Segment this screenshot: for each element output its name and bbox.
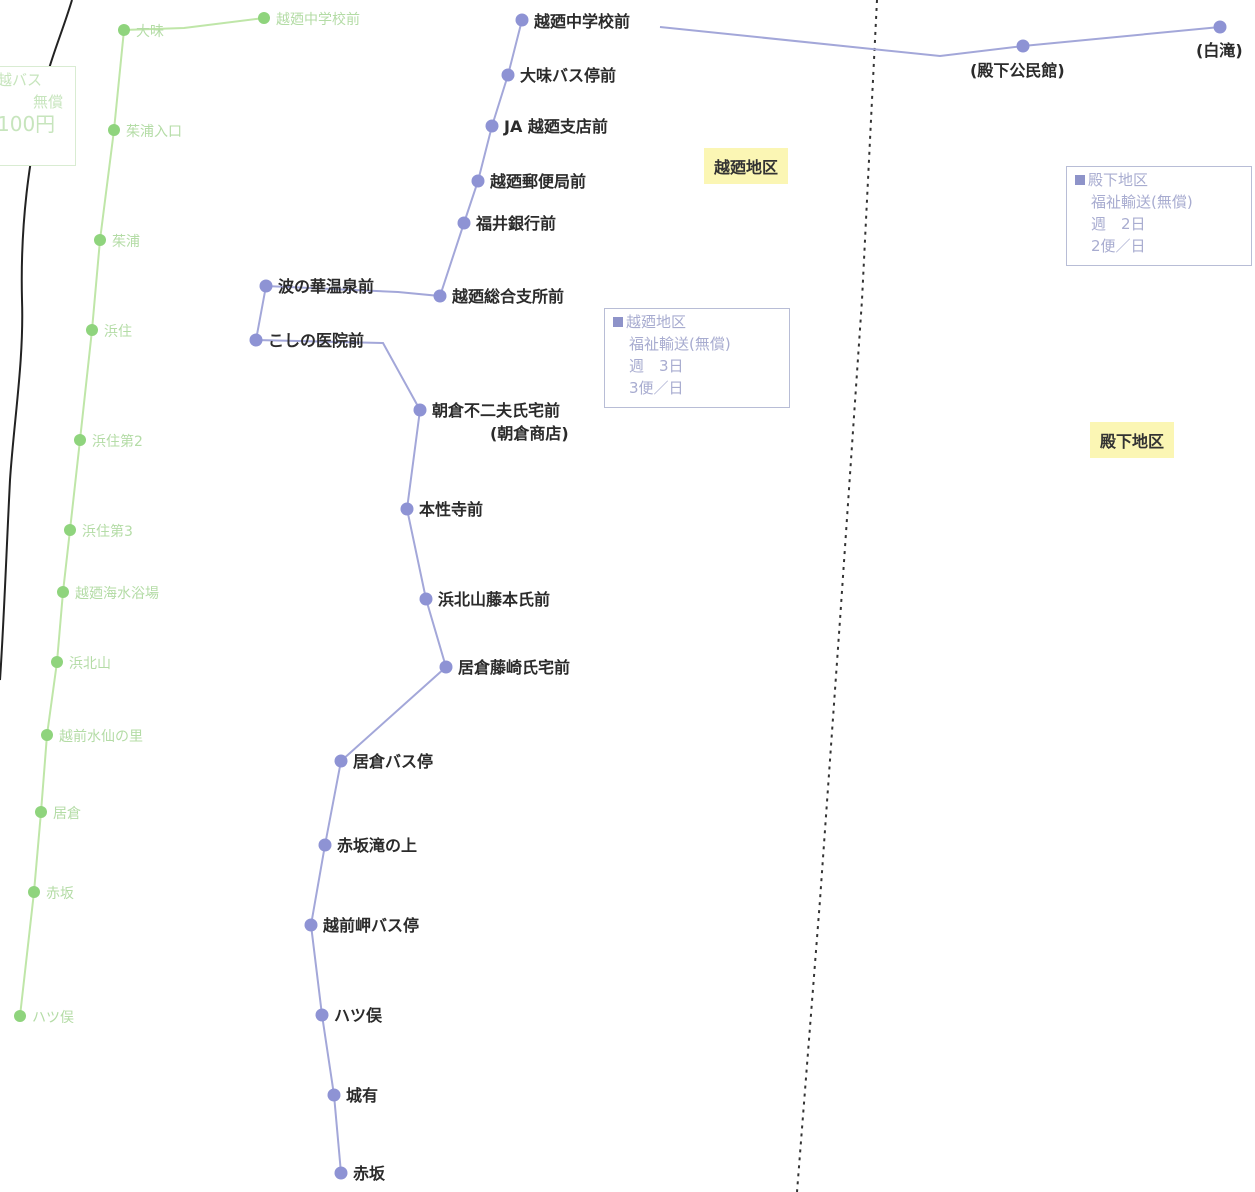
- stop-label: (殿下公民館): [970, 61, 1065, 80]
- stop-dot: [259, 279, 273, 293]
- info-box-frequency: 週 2日: [1091, 215, 1146, 233]
- stop-label: 本性寺前: [419, 500, 483, 519]
- green-box-line3: 100円: [0, 112, 56, 136]
- stop-label: 朝倉不二夫氏宅前: [432, 401, 560, 420]
- district-boundary: [796, 0, 878, 1192]
- green-stop-labels: 大味 越廼中学校前 茱浦入口 茱浦 浜住 浜住第2 浜住第3 越廼海水浴場 浜北…: [32, 11, 360, 1026]
- stop-dot: [334, 1166, 348, 1180]
- stop-dot: [327, 1088, 341, 1102]
- square-bullet-icon: [1075, 175, 1085, 185]
- green-stop-label: 越前水仙の里: [59, 728, 143, 745]
- info-box-trips: 3便／日: [629, 379, 684, 397]
- stop-dot: [334, 754, 348, 768]
- stop-label: 居倉バス停: [353, 752, 433, 771]
- green-stop-label: 茱浦入口: [126, 124, 182, 140]
- green-stop-label: ハツ俣: [32, 1010, 74, 1026]
- green-stop-dot: [118, 24, 130, 36]
- green-stop-dot: [14, 1010, 26, 1022]
- stop-dot: [457, 216, 471, 230]
- green-stop-label: 越廼中学校前: [276, 11, 360, 28]
- info-box-service: 福祉輸送(無償): [1091, 193, 1193, 211]
- stop-dot: [315, 1008, 329, 1022]
- stop-label: 福井銀行前: [475, 214, 556, 233]
- green-stops: [14, 12, 270, 1022]
- green-stop-dot: [51, 656, 63, 668]
- info-box-service: 福祉輸送(無償): [629, 335, 731, 353]
- stop-label: 越廼郵便局前: [489, 172, 586, 191]
- stop-dot: [439, 660, 453, 674]
- green-stop-label: 浜住第3: [82, 523, 133, 540]
- stop-label: 城有: [346, 1086, 378, 1105]
- green-stop-label: 茱浦: [112, 234, 140, 250]
- green-stop-label: 浜北山: [69, 656, 111, 672]
- green-stop-label: 浜住第2: [92, 433, 143, 450]
- stop-label: 波の華温泉前: [278, 277, 374, 296]
- stop-dot: [1213, 20, 1227, 34]
- green-stop-label: 浜住: [104, 324, 132, 340]
- green-stop-dot: [28, 886, 40, 898]
- green-stop-dot: [108, 124, 120, 136]
- green-box-line1: 越バス: [0, 71, 43, 89]
- green-stop-label: 居倉: [53, 806, 81, 822]
- green-box-line2: 無償: [33, 93, 64, 111]
- stop-label: こしの医院前: [268, 331, 364, 350]
- green-route-line: [19, 17, 265, 1017]
- stop-dot: [318, 838, 332, 852]
- east-route-line: [659, 26, 1221, 58]
- green-stop-dot: [94, 234, 106, 246]
- stop-label: 越廼総合支所前: [451, 287, 564, 306]
- stop-label: 赤坂: [353, 1164, 386, 1183]
- info-box-title: 殿下地区: [1088, 171, 1149, 189]
- green-stop-dot: [64, 524, 76, 536]
- stop-dot: [304, 918, 318, 932]
- square-bullet-icon: [613, 317, 623, 327]
- stop-dot: [485, 119, 499, 133]
- blue-route-line: [254, 19, 523, 1174]
- stop-label: (白滝): [1196, 41, 1243, 60]
- green-route-fare-box: 越バス 無償 100円: [0, 66, 76, 166]
- stop-label: JA 越廼支店前: [503, 117, 608, 136]
- green-stop-label: 越廼海水浴場: [75, 586, 159, 602]
- stop-label: 浜北山藤本氏前: [438, 590, 550, 609]
- green-stop-dot: [57, 586, 69, 598]
- stop-dot: [419, 592, 433, 606]
- green-stop-dot: [258, 12, 270, 24]
- info-box-title: 越廼地区: [626, 313, 687, 331]
- stop-dot: [249, 333, 263, 347]
- green-stop-dot: [86, 324, 98, 336]
- stop-label: 大味バス停前: [520, 66, 616, 85]
- stop-dot: [501, 68, 515, 82]
- info-box-frequency: 週 3日: [629, 357, 684, 375]
- stop-dot: [515, 13, 529, 27]
- green-stop-label: 大味: [136, 24, 164, 40]
- stop-dot: [413, 403, 427, 417]
- stop-label: 越廼中学校前: [533, 12, 630, 31]
- green-stop-dot: [41, 729, 53, 741]
- green-stop-dot: [35, 806, 47, 818]
- stop-note: (朝倉商店): [490, 424, 569, 443]
- area-label-tonoshita: 殿下地区: [1090, 422, 1175, 458]
- stop-dot: [400, 502, 414, 516]
- green-stop-label: 赤坂: [46, 886, 74, 902]
- stop-dot: [471, 174, 485, 188]
- stop-label: ハツ俣: [334, 1006, 383, 1025]
- stop-dot: [1016, 39, 1030, 53]
- stop-label: 赤坂滝の上: [337, 836, 417, 855]
- blue-stops: [249, 13, 1227, 1180]
- green-stop-dot: [74, 434, 86, 446]
- blue-stop-labels: 越廼中学校前 大味バス停前 JA 越廼支店前 越廼郵便局前 福井銀行前 越廼総合…: [268, 12, 1243, 1183]
- info-box-trips: 2便／日: [1091, 237, 1146, 255]
- info-box-koshino: 越廼地区 福祉輸送(無償) 週 3日 3便／日: [604, 308, 790, 408]
- info-box-tonoshita: 殿下地区 福祉輸送(無償) 週 2日 2便／日: [1066, 166, 1252, 266]
- stop-dot: [433, 289, 447, 303]
- stop-label: 越前岬バス停: [322, 916, 419, 935]
- area-label-koshino: 越廼地区: [704, 148, 789, 184]
- stop-label: 居倉藤崎氏宅前: [458, 658, 570, 677]
